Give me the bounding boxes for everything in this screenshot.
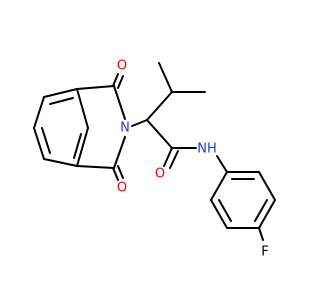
bond xyxy=(43,158,78,167)
bond-inner xyxy=(49,97,74,105)
bond xyxy=(216,155,228,173)
fluorine-atom-label: F xyxy=(261,245,268,260)
bond xyxy=(169,150,179,169)
bond xyxy=(146,91,173,121)
bond-inner xyxy=(41,127,51,154)
bond xyxy=(33,96,45,129)
bond xyxy=(258,171,276,201)
bond-inner xyxy=(254,199,268,222)
bond xyxy=(131,119,148,127)
bond xyxy=(210,171,228,201)
nitrogen-atom-label: N xyxy=(120,121,130,136)
bond xyxy=(117,75,124,89)
atom-label-group: O O N O NH F xyxy=(117,59,269,260)
bond xyxy=(43,88,78,98)
bond xyxy=(146,119,173,149)
bond xyxy=(76,165,115,169)
bond xyxy=(76,88,89,129)
oxygen-atom-label: O xyxy=(117,59,127,74)
amide-nh-label: NH xyxy=(197,142,217,157)
bond xyxy=(258,227,264,241)
bond xyxy=(158,62,173,93)
bond xyxy=(33,127,45,160)
bond-inner xyxy=(73,133,82,159)
bond xyxy=(112,167,119,181)
bond xyxy=(113,136,126,169)
molecule-canvas: O O N O NH F xyxy=(33,58,276,260)
bond xyxy=(163,147,173,167)
bond xyxy=(112,73,119,87)
bond xyxy=(76,127,89,167)
bond-group xyxy=(33,62,276,241)
oxygen-atom-label: O xyxy=(117,181,127,196)
bond xyxy=(113,85,126,120)
bond-inner xyxy=(218,199,232,222)
oxygen-atom-label: O xyxy=(155,167,165,182)
bond xyxy=(117,165,124,179)
bond xyxy=(76,85,115,90)
molecule-structure: O O N O NH F xyxy=(33,59,276,260)
bond xyxy=(210,199,228,229)
bond xyxy=(258,199,276,229)
